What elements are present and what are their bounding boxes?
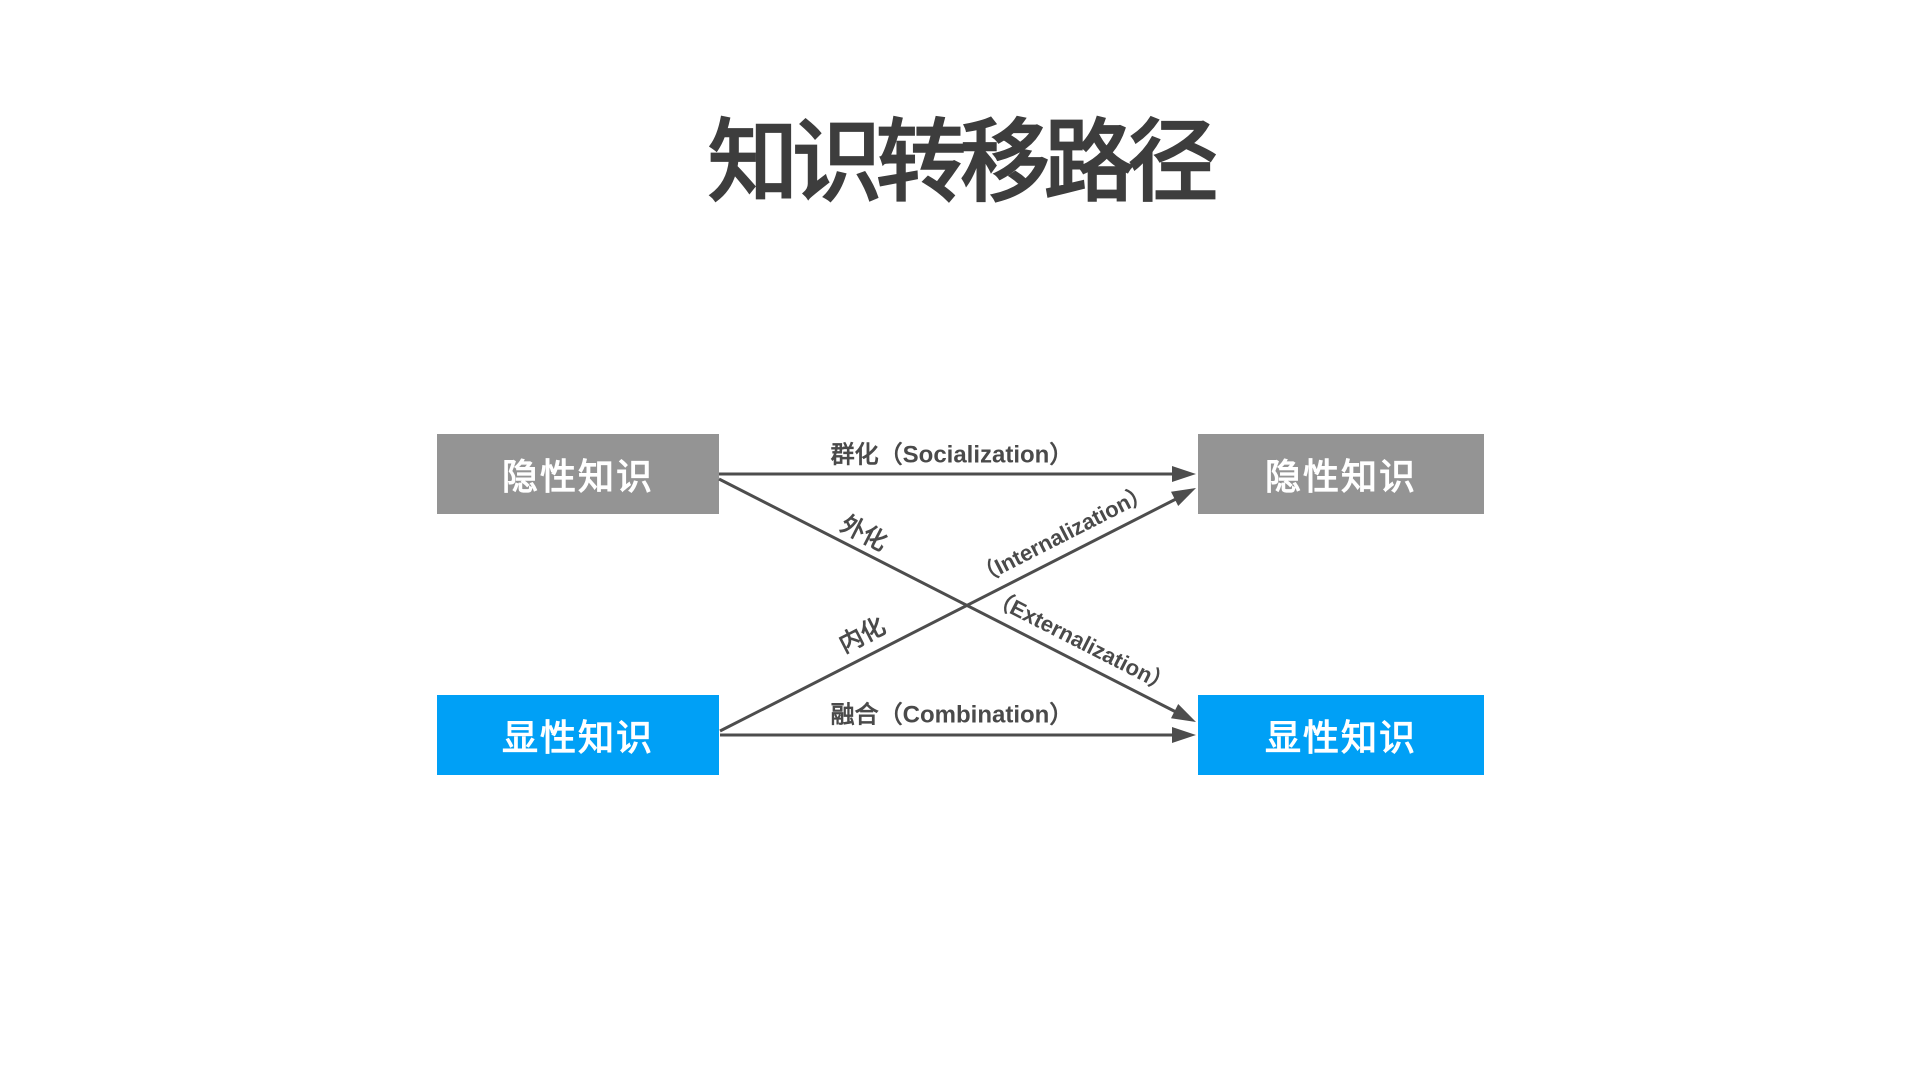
label-combination: 融合（Combination） xyxy=(830,701,1074,729)
arrow-combination-head-icon xyxy=(1172,727,1196,743)
arrow-externalization-line xyxy=(718,477,1177,714)
arrow-socialization-head-icon xyxy=(1172,466,1196,482)
node-tacit-target: 隐性知识 xyxy=(1198,434,1484,514)
label-socialization: 群化（Socialization） xyxy=(830,441,1074,469)
arrow-externalization-head-icon xyxy=(1171,704,1196,722)
page-title: 知识转移路径 xyxy=(708,113,1218,213)
arrow-internalization-head-icon xyxy=(1171,488,1196,506)
node-explicit-source: 显性知识 xyxy=(437,695,719,775)
node-explicit-target: 显性知识 xyxy=(1198,695,1484,775)
node-tacit-source: 隐性知识 xyxy=(437,434,719,514)
arrow-internalization-line xyxy=(719,497,1177,733)
